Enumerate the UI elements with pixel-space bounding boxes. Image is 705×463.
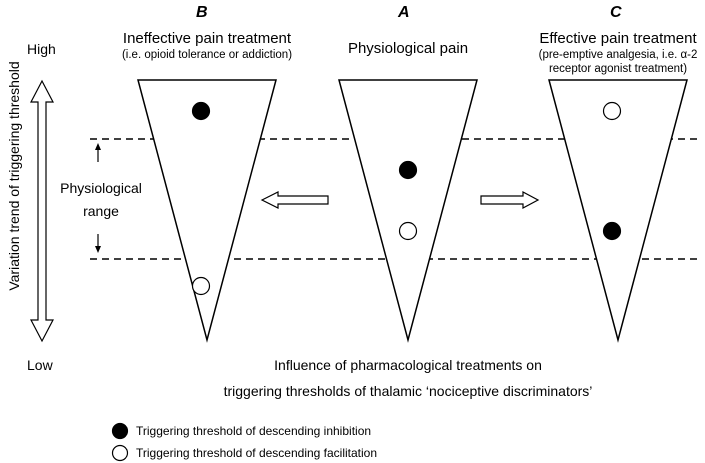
axis-high-label: High: [27, 41, 56, 57]
legend-open-label: Triggering threshold of descending facil…: [136, 446, 378, 460]
range-label-line2: range: [83, 203, 119, 219]
column-c-subtitle-line2: receptor agonist treatment): [548, 63, 688, 75]
b-inhibition-dot: [191, 101, 211, 121]
b-facilitation-dot: [191, 276, 211, 296]
triangle-a: [338, 79, 478, 343]
column-c-subtitle-line1: (pre-emptive analgesia, i.e. α-2: [538, 49, 698, 61]
column-a-letter: A: [398, 4, 410, 21]
column-a-title: Physiological pain: [347, 40, 469, 57]
column-c-letter: C: [610, 4, 622, 21]
a-inhibition-dot: [398, 160, 418, 180]
legend-filled-label: Triggering threshold of descending inhib…: [136, 424, 372, 438]
legend-open-marker: [111, 444, 129, 462]
caption-line1: Influence of pharmacological treatments …: [274, 357, 542, 373]
legend-filled-marker: [111, 422, 129, 440]
column-c-title: Effective pain treatment: [539, 30, 697, 47]
column-b-subtitle: (i.e. opioid tolerance or addiction): [121, 49, 293, 61]
caption-line2: triggering thresholds of thalamic ‘nocic…: [223, 383, 593, 399]
axis-low-label: Low: [27, 357, 53, 373]
column-b-letter: B: [196, 4, 208, 21]
column-b-title: Ineffective pain treatment: [122, 30, 292, 47]
range-label-line1: Physiological: [60, 180, 142, 196]
arrow-right-to-c: [480, 191, 540, 209]
range-up-arrowhead: [95, 143, 101, 150]
range-down-arrowhead: [95, 246, 101, 253]
triangle-b: [137, 79, 277, 343]
arrow-left-to-b: [260, 191, 329, 209]
a-facilitation-dot: [398, 221, 418, 241]
c-facilitation-dot: [602, 101, 622, 121]
axis-label: Variation trend of triggering threshold: [6, 61, 22, 291]
c-inhibition-dot: [602, 221, 622, 241]
triangle-c: [548, 79, 688, 343]
trend-double-arrow: [30, 79, 54, 343]
